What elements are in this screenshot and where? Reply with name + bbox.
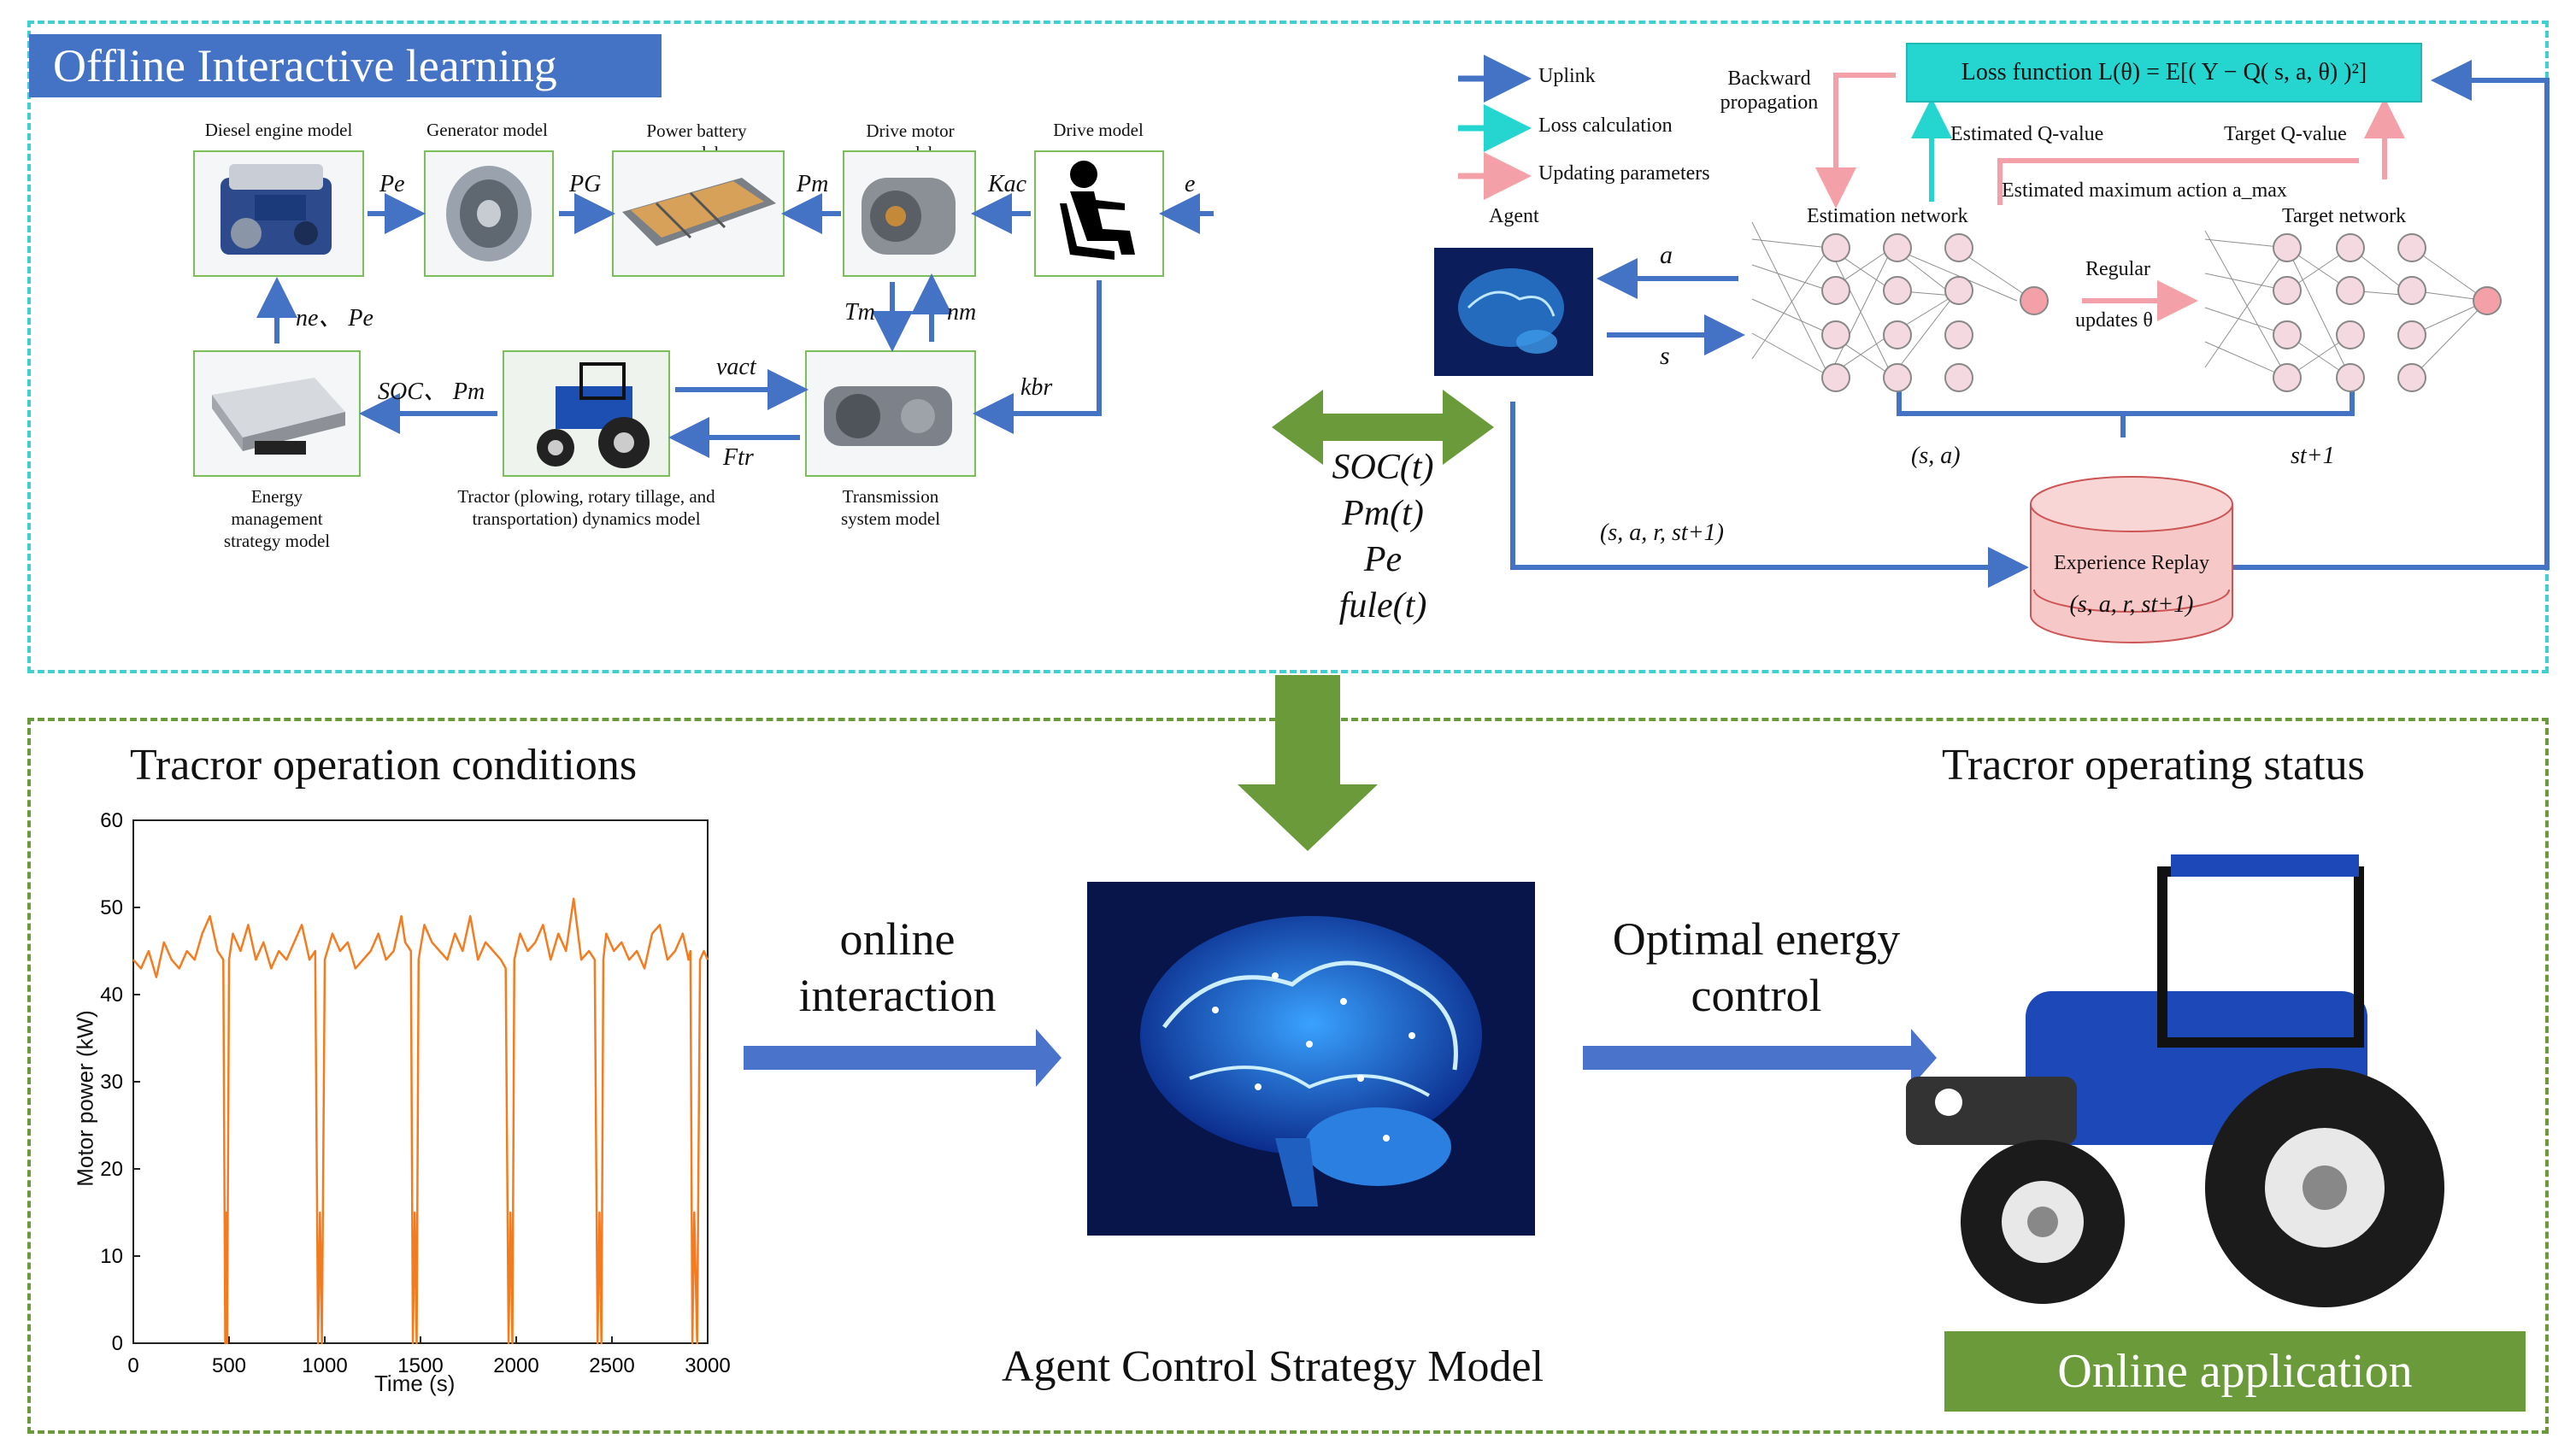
ems-label: Energy management strategy model — [223, 486, 331, 551]
y-tick-label: 10 — [100, 1245, 123, 1268]
generator-image — [424, 150, 554, 277]
experience-replay-tuple: (s, a, r, st+1) — [2069, 591, 2194, 618]
target-network-label: Target network — [2282, 205, 2407, 227]
signal-pe: Pe — [379, 171, 405, 197]
tractor-image — [1872, 820, 2521, 1324]
transition-label: (s, a, r, st+1) — [1600, 520, 1724, 546]
offline-title: Offline Interactive learning — [29, 34, 662, 97]
series-line-motor-power — [132, 897, 709, 1345]
estimated-max-action-label: Estimated maximum action a_max — [2002, 179, 2287, 202]
chart-frame — [132, 819, 709, 1344]
signal-vact: vact — [716, 354, 756, 380]
transmission-label: Transmission system model — [840, 486, 941, 529]
x-tick-label: 500 — [212, 1354, 246, 1377]
signal-ne-pe: ne、 Pe — [296, 305, 373, 332]
state-soc: SOC(t) — [1332, 448, 1434, 487]
drive-motor-image — [843, 150, 976, 277]
x-tick-label: 0 — [127, 1354, 138, 1377]
chart-xlabel: Time (s) — [374, 1371, 456, 1396]
battery-image — [612, 150, 785, 277]
signal-kbr: kbr — [1020, 374, 1053, 401]
signal-pm: Pm — [797, 171, 829, 197]
x-tick-label: 1500 — [397, 1354, 443, 1377]
online-interaction-text: online interaction — [798, 913, 997, 1021]
y-tick-label: 60 — [100, 809, 123, 832]
x-tick-label: 1000 — [302, 1354, 347, 1377]
signal-ftr: Ftr — [723, 444, 754, 471]
y-tick-label: 40 — [100, 983, 123, 1007]
agent-label: Agent — [1489, 205, 1539, 227]
regular-label: Regular — [2085, 258, 2150, 280]
sa-label: (s, a) — [1911, 443, 1961, 469]
online-application-label: Online application — [1944, 1331, 2526, 1412]
ems-ecu-image — [193, 350, 361, 477]
signal-kac: Kac — [988, 171, 1027, 197]
driver-icon — [1034, 150, 1164, 277]
state-pe: Pe — [1363, 540, 1403, 579]
y-tick-label: 0 — [112, 1332, 123, 1355]
online-section — [27, 718, 2549, 1434]
backward-propagation-label: Backward propagation — [1720, 68, 1819, 114]
estimation-network-label: Estimation network — [1807, 205, 1968, 227]
motor-power-chart: 0 500 1000 1500 2000 2500 3000 0 10 20 30 40 50 60 — [100, 809, 730, 1377]
experience-replay-db — [2030, 476, 2233, 643]
experience-replay-label: Experience Replay — [2054, 552, 2209, 574]
state-outputs: SOC(t) Pm(t) Pe fule(t) — [1291, 444, 1475, 629]
signal-pg: PG — [569, 171, 602, 197]
st1-label: st+1 — [2291, 443, 2335, 469]
estimated-q-label: Estimated Q-value — [1950, 123, 2104, 145]
legend-update: Updating parameters — [1538, 162, 1710, 185]
target-network — [2204, 230, 2502, 392]
operating-status-title: Tracror operating status — [1942, 741, 2365, 790]
x-tick-label: 3000 — [685, 1354, 730, 1377]
diesel-engine-label: Diesel engine model — [204, 120, 353, 140]
chart-ylabel: Motor power (kW) — [72, 1010, 98, 1187]
estimation-network — [1751, 221, 2049, 392]
tractor-dynamics-label: Tractor (plowing, rotary tillage, and tr… — [457, 486, 715, 529]
signal-soc-pm: SOC、 Pm — [378, 379, 485, 405]
optimal-energy-text: Optimal energy control — [1612, 913, 1901, 1021]
drive-label: Drive model — [1053, 120, 1144, 140]
signal-tm: Tm — [844, 299, 875, 326]
operation-conditions-title: Tracror operation conditions — [130, 741, 638, 790]
updates-theta-label: updates θ — [2075, 309, 2153, 332]
target-q-label: Target Q-value — [2224, 123, 2347, 145]
agent-brain-large — [1087, 882, 1535, 1236]
diesel-engine-image — [193, 150, 364, 277]
x-tick-label: 2000 — [493, 1354, 538, 1377]
x-tick-label: 2500 — [589, 1354, 634, 1377]
state-s: s — [1660, 342, 1670, 370]
y-tick-label: 30 — [100, 1071, 123, 1094]
state-pm: Pm(t) — [1342, 494, 1424, 533]
y-tick-label: 50 — [100, 896, 123, 919]
action-a: a — [1660, 241, 1673, 269]
state-fuel: fule(t) — [1338, 586, 1427, 625]
y-tick-label: 20 — [100, 1158, 123, 1181]
generator-label: Generator model — [426, 120, 548, 140]
legend-uplink: Uplink — [1538, 65, 1596, 87]
signal-nm: nm — [947, 299, 977, 326]
tractor-small-image — [503, 350, 670, 477]
signal-e: e — [1185, 171, 1196, 197]
agent-brain-image — [1434, 248, 1593, 376]
legend-loss: Loss calculation — [1538, 114, 1673, 137]
agent-model-title: Agent Control Strategy Model — [1002, 1342, 1544, 1391]
loss-function-box: Loss function L(θ) = E[( Y − Q( s, a, θ)… — [1906, 43, 2422, 103]
transmission-image — [805, 350, 976, 477]
